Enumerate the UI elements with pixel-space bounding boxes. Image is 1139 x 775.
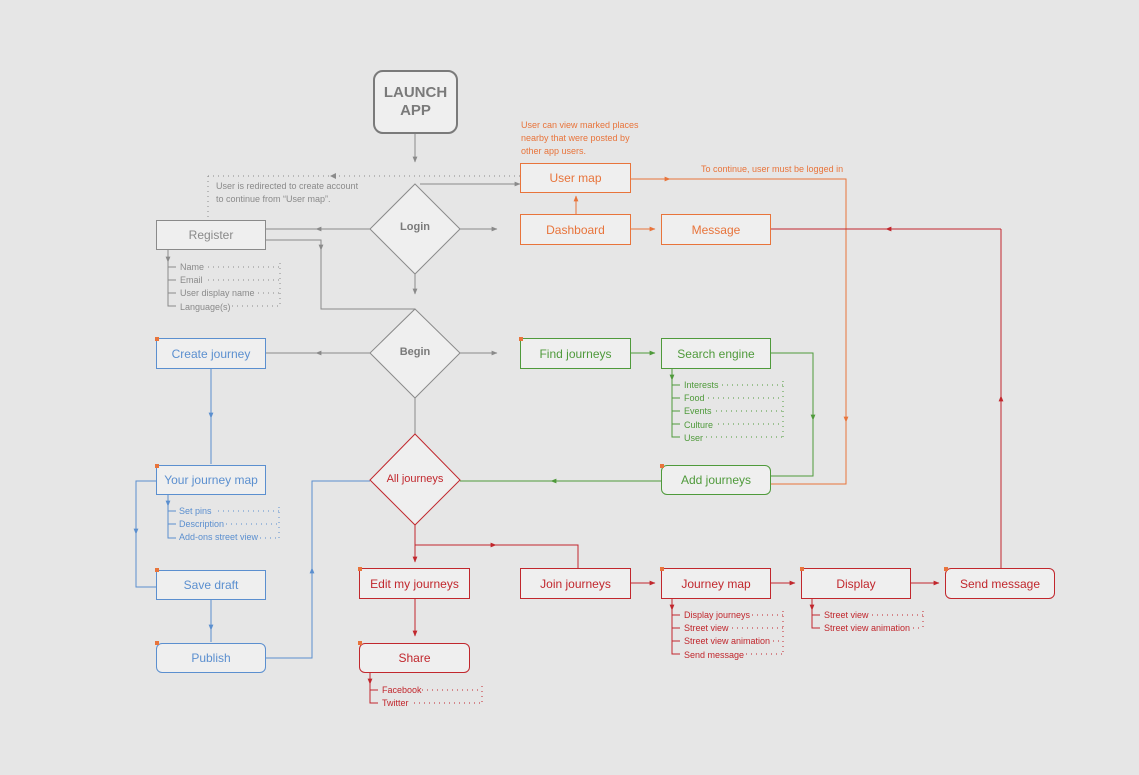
launch-label-line1: LAUNCH — [383, 84, 448, 101]
list-item: Set pins — [179, 506, 212, 516]
list-item: User — [684, 432, 704, 443]
list-item: Add-ons street view — [179, 532, 259, 543]
list-item: Street view animation — [684, 636, 771, 647]
dashboard-box[interactable]: Dashboard — [520, 214, 631, 245]
list-item: Culture — [684, 419, 714, 430]
list-item: Street view — [684, 623, 729, 634]
save-draft-box[interactable]: Save draft — [156, 570, 266, 600]
launch-app-node[interactable]: LAUNCH APP — [373, 70, 458, 134]
list-item: Send message — [684, 649, 745, 660]
corner-marker — [358, 567, 362, 571]
user-map-note: User can view marked places nearby that … — [521, 119, 639, 158]
edit-my-journeys-box[interactable]: Edit my journeys — [359, 568, 470, 599]
redirect-note-line: User is redirected to create account — [216, 181, 359, 191]
redirect-note: User is redirected to create account to … — [216, 180, 358, 206]
your-journey-map-features-list: Set pins Description Add-ons street view — [179, 505, 258, 545]
corner-marker — [944, 567, 948, 571]
user-map-note-line: User can view marked places — [521, 120, 639, 130]
display-box[interactable]: Display — [801, 568, 911, 599]
login-label: Login — [400, 221, 430, 233]
user-map-note-line: other app users. — [521, 146, 587, 156]
login-diamond[interactable] — [369, 183, 461, 275]
list-item: Facebook — [382, 685, 422, 695]
your-journey-map-box[interactable]: Your journey map — [156, 465, 266, 495]
user-map-note-line: nearby that were posted by — [521, 133, 630, 143]
list-item: Language(s) — [180, 301, 231, 312]
logged-in-note: To continue, user must be logged in — [701, 164, 844, 174]
find-journeys-box[interactable]: Find journeys — [520, 338, 631, 369]
corner-marker — [660, 567, 664, 571]
corner-marker — [660, 464, 664, 468]
publish-box[interactable]: Publish — [156, 643, 266, 673]
display-features-list: Street view Street view animation — [824, 609, 910, 635]
register-box[interactable]: Register — [156, 220, 266, 250]
share-box[interactable]: Share — [359, 643, 470, 673]
redirect-note-line: to continue from “User map”. — [216, 194, 331, 204]
list-item: Description — [179, 519, 225, 530]
create-journey-box[interactable]: Create journey — [156, 338, 266, 369]
corner-marker — [519, 337, 523, 341]
register-fields-list: Name Email User display name Language(s) — [180, 261, 255, 314]
all-journeys-diamond[interactable] — [369, 433, 461, 526]
corner-marker — [800, 567, 804, 571]
list-item: Twitter — [382, 698, 409, 709]
share-options-list: Facebook Twitter — [382, 684, 422, 710]
journey-map-box[interactable]: Journey map — [661, 568, 771, 599]
list-item: User display name — [180, 288, 255, 299]
launch-label-line2: APP — [400, 102, 431, 119]
list-item: Display journeys — [684, 610, 751, 620]
corner-marker — [155, 337, 159, 341]
list-item: Email — [180, 275, 203, 286]
list-item: Food — [684, 393, 705, 404]
list-item: Interests — [684, 380, 719, 390]
list-item: Events — [684, 406, 712, 417]
list-item: Street view — [824, 610, 869, 620]
join-journeys-box[interactable]: Join journeys — [520, 568, 631, 599]
corner-marker — [155, 568, 159, 572]
message-box[interactable]: Message — [661, 214, 771, 245]
add-journeys-box[interactable]: Add journeys — [661, 465, 771, 495]
journey-map-features-list: Display journeys Street view Street view… — [684, 609, 770, 662]
list-item: Street view animation — [824, 623, 911, 634]
all-journeys-label: All journeys — [386, 473, 444, 485]
send-message-box[interactable]: Send message — [945, 568, 1055, 599]
search-filters-list: Interests Food Events Culture User — [684, 379, 719, 445]
list-item: Name — [180, 262, 205, 272]
corner-marker — [155, 641, 159, 645]
search-engine-box[interactable]: Search engine — [661, 338, 771, 369]
user-map-box[interactable]: User map — [520, 163, 631, 193]
begin-diamond[interactable] — [369, 308, 461, 399]
corner-marker — [358, 641, 362, 645]
corner-marker — [155, 464, 159, 468]
begin-label: Begin — [399, 346, 431, 358]
